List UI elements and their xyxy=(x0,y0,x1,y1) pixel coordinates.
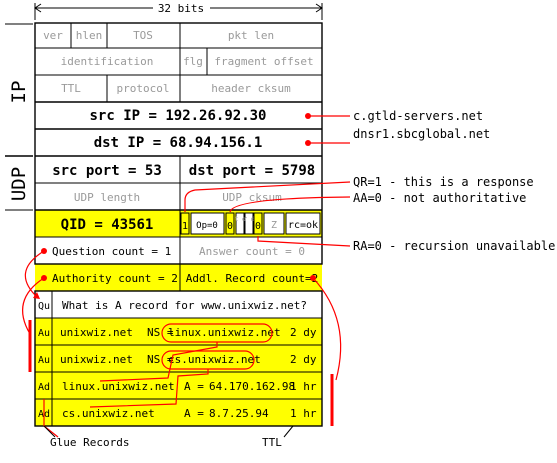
ver-field: ver xyxy=(43,29,63,42)
ttl-column-label: TTL xyxy=(262,436,282,449)
dns-records: Qu What is A record for www.unixwiz.net?… xyxy=(34,290,323,427)
flg-field: flg xyxy=(183,55,203,68)
rd-flag: r d xyxy=(244,216,255,223)
src-ip-field: src IP = 192.26.92.30 xyxy=(89,108,266,124)
qid-field: QID = 43561 xyxy=(61,217,154,233)
ip-header: ver hlen TOS pkt len identification flg … xyxy=(34,22,323,265)
record-name: unixwiz.net xyxy=(60,326,133,339)
record-name: cs.unixwiz.net xyxy=(62,407,155,420)
fragment-offset-field: fragment offset xyxy=(214,55,313,68)
aa-annotation: AA=0 - not authoritative xyxy=(353,191,526,205)
src-host-annotation: c.gtld-servers.net xyxy=(353,109,483,123)
record-value: 64.170.162.98 xyxy=(209,380,295,393)
udp-length-field: UDP length xyxy=(74,191,140,204)
record-section-au: Au xyxy=(38,328,50,339)
protocol-field: protocol xyxy=(117,82,170,95)
pkt-len-field: pkt len xyxy=(228,29,274,42)
src-port-field: src port = 53 xyxy=(52,163,162,179)
question-count-field: Question count = 1 xyxy=(52,245,171,258)
tc-flag: t c xyxy=(235,216,246,223)
hlen-field: hlen xyxy=(76,29,103,42)
ip-section-label: IP xyxy=(8,81,30,104)
record-ttl: 2 dy xyxy=(290,326,317,339)
record-type: A = xyxy=(184,407,204,420)
ra-annotation: RA=0 - recursion unavailable xyxy=(353,239,555,253)
rcode-field: rc=ok xyxy=(288,220,318,231)
record-name: unixwiz.net xyxy=(60,353,133,366)
side-labels: IP UDP xyxy=(5,23,33,211)
header-cksum-field: header cksum xyxy=(211,82,291,95)
glue-records-label: Glue Records xyxy=(50,436,129,449)
udp-section-label: UDP xyxy=(8,167,30,201)
dst-port-field: dst port = 5798 xyxy=(189,163,315,179)
record-ttl: 1 hr xyxy=(290,380,317,393)
qr-flag: 1 xyxy=(182,221,188,232)
record-value: cs.unixwiz.net xyxy=(168,353,261,366)
aa-flag: 0 xyxy=(227,221,233,232)
record-section-ad: Ad xyxy=(38,382,50,393)
bit-width-dimension: 32 bits xyxy=(34,2,323,20)
record-type: NS = xyxy=(147,353,174,366)
record-ttl: 2 dy xyxy=(290,353,317,366)
qr-annotation: QR=1 - this is a response xyxy=(353,175,534,189)
ttl-field: TTL xyxy=(61,82,81,95)
authority-count-field: Authority count = 2 xyxy=(52,272,178,285)
bit-width-label: 32 bits xyxy=(158,2,204,15)
record-value: linux.unixwiz.net xyxy=(168,326,281,339)
dst-ip-field: dst IP = 68.94.156.1 xyxy=(94,135,263,151)
record-type: A = xyxy=(184,380,204,393)
record-name: linux.unixwiz.net xyxy=(62,380,175,393)
record-type: NS = xyxy=(147,326,174,339)
record-value: 8.7.25.94 xyxy=(209,407,269,420)
identification-field: identification xyxy=(61,55,154,68)
dns-header: QID = 43561 1 Op=0 0 t c r d 0 Z rc=ok Q… xyxy=(35,210,322,291)
record-section-qu: Qu xyxy=(38,301,50,312)
question-text: What is A record for www.unixwiz.net? xyxy=(62,299,307,312)
additional-count-field: Addl. Record count=2 xyxy=(186,272,318,285)
tos-field: TOS xyxy=(133,29,153,42)
red-annotations: c.gtld-servers.net dnsr1.sbcglobal.net Q… xyxy=(22,109,555,449)
answer-count-field: Answer count = 0 xyxy=(199,245,305,258)
record-ttl: 1 hr xyxy=(290,407,317,420)
opcode-field: Op=0 xyxy=(196,221,218,231)
z-field: Z xyxy=(271,220,277,231)
record-section-au: Au xyxy=(38,355,50,366)
ra-flag: 0 xyxy=(255,221,261,232)
dst-host-annotation: dnsr1.sbcglobal.net xyxy=(353,127,490,141)
